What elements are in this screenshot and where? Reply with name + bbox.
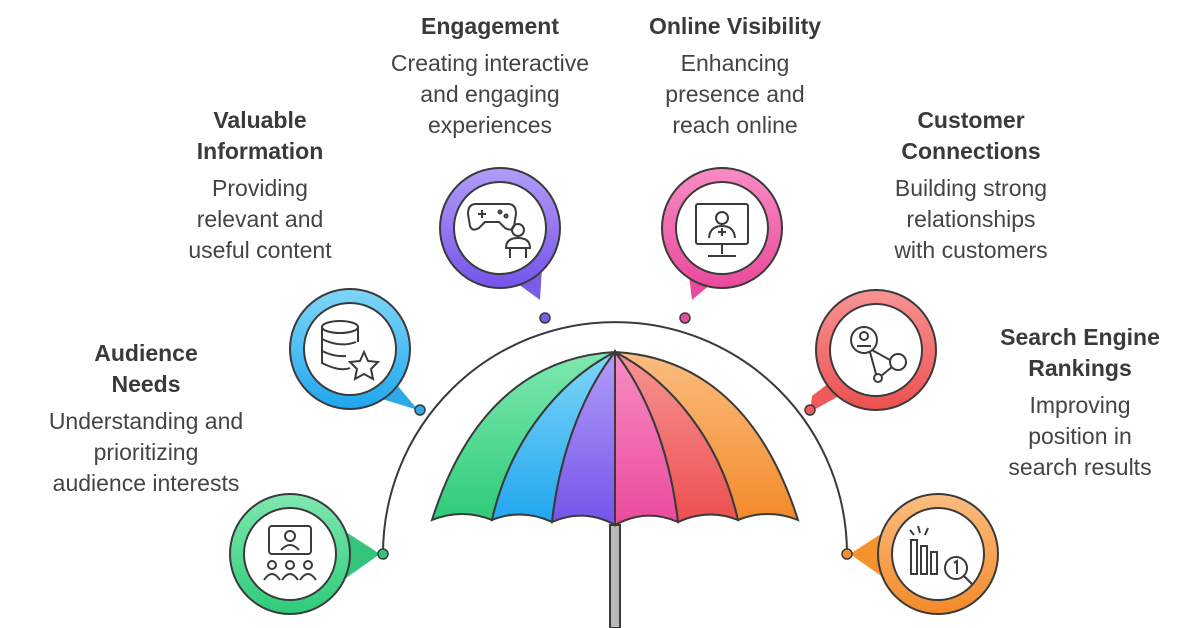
description-engagement: Creating interactive and engaging experi…: [390, 50, 590, 138]
bubble-audience-needs: [229, 493, 380, 615]
title-engagement: Engagement: [420, 13, 560, 39]
bubble-search-engine-rankings: [850, 493, 999, 615]
node-dot-search-engine-rankings: [841, 548, 853, 560]
node-dot-engagement: [539, 312, 551, 324]
database-star-icon: [321, 320, 381, 381]
monitor-user-icon: [695, 203, 749, 257]
umbrella-pole: [609, 524, 621, 628]
description-customer-connections: Building strong relationships with custo…: [894, 175, 1048, 263]
bubble-online-visibility: [661, 167, 783, 300]
description-audience-needs: Understanding and prioritizing audience …: [48, 408, 244, 496]
node-dot-online-visibility: [679, 312, 691, 324]
label-search-engine-rankings: Search Engine Rankings Improving positio…: [980, 322, 1180, 483]
title-search-engine-rankings: Search Engine Rankings: [1000, 324, 1160, 381]
label-valuable-information: Valuable Information Providing relevant …: [160, 105, 360, 266]
connector-arc: [382, 321, 848, 555]
umbrella: [430, 349, 800, 628]
label-engagement: Engagement Creating interactive and enga…: [370, 11, 610, 141]
bubble-customer-connections: [810, 289, 937, 412]
audience-icon: [263, 525, 317, 581]
title-valuable-information: Valuable Information: [196, 107, 324, 164]
label-customer-connections: Customer Connections Building strong rel…: [866, 105, 1076, 266]
gamepad-person-icon: [466, 203, 532, 258]
label-online-visibility: Online Visibility Enhancing presence and…: [630, 11, 840, 141]
node-dot-customer-connections: [804, 404, 816, 416]
title-audience-needs: Audience Needs: [94, 340, 198, 397]
ranking-chart-icon: [909, 525, 973, 585]
title-customer-connections: Customer Connections: [901, 107, 1041, 164]
label-audience-needs: Audience Needs Understanding and priorit…: [30, 338, 262, 499]
bubble-engagement: [439, 167, 561, 300]
description-valuable-information: Providing relevant and useful content: [188, 175, 332, 263]
description-online-visibility: Enhancing presence and reach online: [665, 50, 805, 138]
node-dot-valuable-information: [414, 404, 426, 416]
description-search-engine-rankings: Improving position in search results: [1008, 392, 1152, 480]
title-online-visibility: Online Visibility: [648, 13, 822, 39]
umbrella-segment-3: [550, 349, 616, 527]
bubble-valuable-information: [289, 288, 418, 410]
node-dot-audience-needs: [377, 548, 389, 560]
umbrella-segment-6: [614, 351, 800, 522]
user-network-icon: [850, 326, 907, 383]
